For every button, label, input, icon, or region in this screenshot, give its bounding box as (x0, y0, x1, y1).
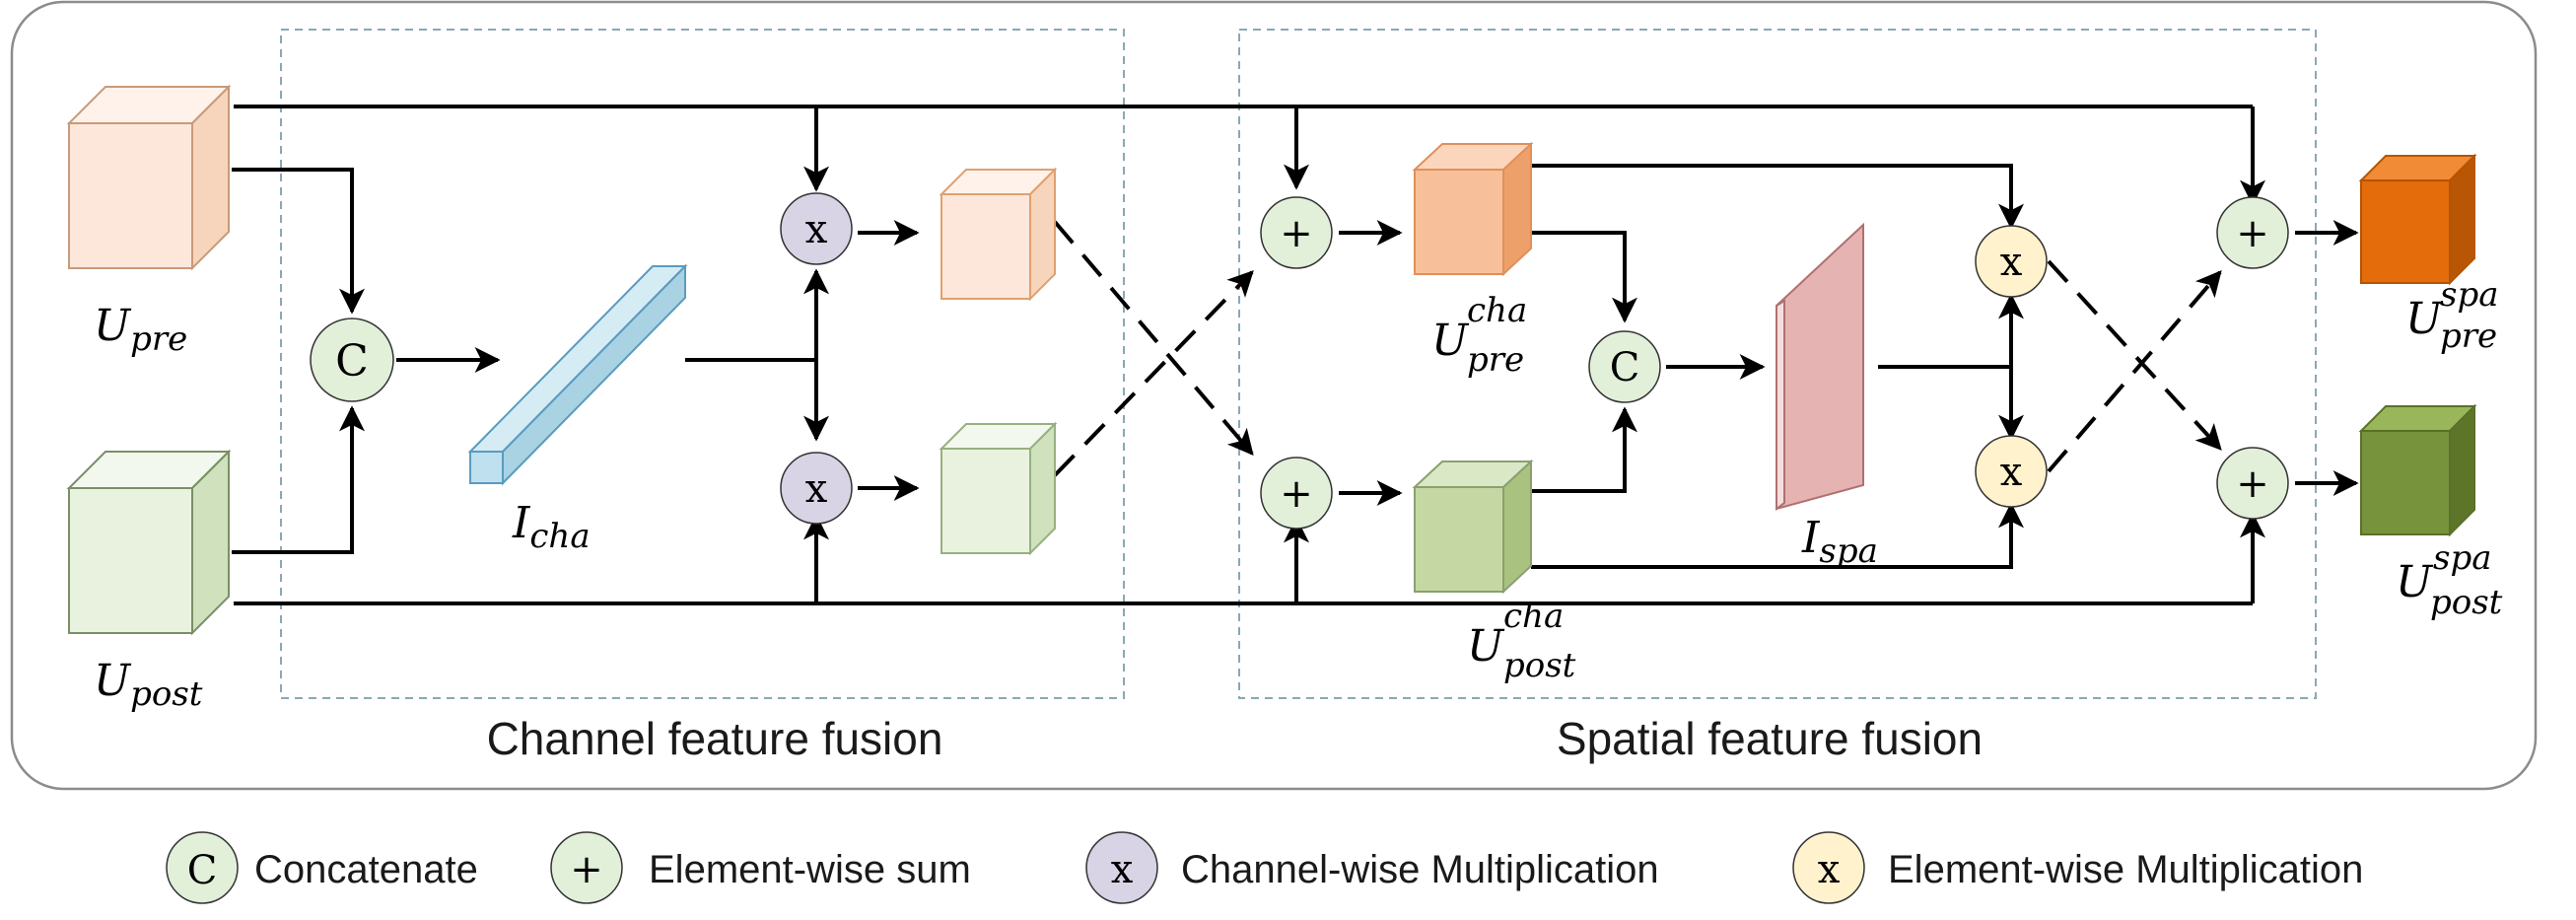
channel-fusion-title: Channel feature fusion (487, 713, 943, 764)
face-front (68, 487, 193, 634)
legend-concat-label: Concatenate (254, 848, 478, 891)
legend-concat-symbol: C (187, 848, 218, 893)
legend-chan-mult-symbol: x (1111, 847, 1134, 892)
op-circle (310, 318, 394, 402)
i-spa-map (1775, 222, 1864, 511)
spatial-fusion-title: Spatial feature fusion (1557, 713, 1983, 764)
face-front (1775, 222, 1864, 511)
face-front (1414, 169, 1504, 275)
op-symbol: C (335, 336, 369, 387)
legend-chan-mult-label: Channel-wise Multiplication (1181, 848, 1659, 891)
op-symbol: x (2000, 450, 2023, 495)
legend: C Concatenate + Element-wise sum x Chann… (166, 831, 2363, 904)
elem-mult-op-bottom: x (1975, 435, 2048, 508)
face-front (2360, 179, 2451, 284)
i-cha-vector (467, 263, 688, 486)
u-pre-cha-sup: cha (1467, 291, 1527, 330)
face-side (502, 263, 686, 486)
u-pre-spa-label: U spa pre (2405, 275, 2498, 356)
concat-op-channel: C (310, 318, 394, 402)
i-spa-label: Ispa (1801, 513, 1878, 571)
op-circle (1260, 196, 1333, 269)
sum-op-pre-cha: + (1260, 196, 1333, 269)
op-symbol: + (1280, 211, 1313, 256)
op-circle (1260, 457, 1333, 530)
chan-mult-op-bottom: x (780, 452, 853, 525)
chan-mult-op-top: x (780, 192, 853, 265)
op-circle (2216, 196, 2289, 269)
dashed-cross-lines (1053, 220, 2222, 477)
concat-op-spatial: C (1588, 330, 1661, 403)
face-end (469, 451, 504, 484)
u-post-cha-sup: cha (1503, 597, 1564, 636)
u-post-label: Upost (94, 656, 203, 714)
op-circle (1975, 225, 2048, 298)
u-pre-spa-main: U (2405, 294, 2444, 344)
u-pre-cha-main: U (1431, 316, 1470, 366)
u-pre-spa-sup: spa (2440, 275, 2498, 315)
u-post-spa-main: U (2396, 557, 2434, 607)
pre-channel-cube (939, 167, 1058, 302)
op-circle (780, 452, 853, 525)
op-symbol: x (805, 207, 828, 252)
op-circle (1975, 435, 2048, 508)
sum-op-post-cha: + (1260, 457, 1333, 530)
u-pre-cha-sub: pre (1467, 340, 1524, 380)
legend-elem-mult-label: Element-wise Multiplication (1888, 848, 2363, 891)
u-pre-cha-label: U cha pre (1431, 291, 1527, 380)
op-symbol: + (1280, 471, 1313, 517)
op-symbol: + (2236, 211, 2269, 256)
u-post-cube (66, 449, 232, 636)
op-symbol: + (2236, 461, 2269, 507)
channel-fusion-region (280, 29, 1125, 699)
u-post-spa-cube (2358, 403, 2477, 537)
legend-concat-icon (166, 831, 239, 904)
op-circle (1588, 330, 1661, 403)
u-post-spa-sup: spa (2433, 538, 2491, 578)
u-pre-spa-sub: pre (2440, 317, 2497, 356)
u-pre-label: Upre (94, 301, 187, 359)
elem-mult-op-top: x (1975, 225, 2048, 298)
legend-item-chan-mult: x Channel-wise Multiplication (1085, 831, 1659, 904)
u-post-cha-label: U cha post (1467, 597, 1576, 685)
op-circle (780, 192, 853, 265)
u-post-spa-label: U spa post (2396, 538, 2503, 622)
u-pre-spa-cube (2358, 153, 2477, 286)
i-cha-label: Icha (512, 498, 591, 556)
post-channel-cube (939, 421, 1058, 556)
sum-op-post-spa: + (2216, 447, 2289, 520)
legend-chan-mult-icon (1085, 831, 1158, 904)
legend-item-elem-mult: x Element-wise Multiplication (1792, 831, 2363, 904)
face-front (940, 193, 1031, 300)
u-pre-cha-cube (1412, 141, 1534, 277)
u-post-cha-cube (1412, 459, 1534, 595)
legend-sum-icon (550, 831, 623, 904)
sum-op-pre-spa: + (2216, 196, 2289, 269)
face-front (2360, 430, 2451, 535)
face-front (68, 122, 193, 269)
op-symbol: C (1610, 345, 1640, 390)
face-front (1414, 486, 1504, 593)
connection-lines (232, 105, 2359, 605)
op-symbol: x (2000, 240, 2023, 285)
spatial-fusion-region (1238, 29, 2317, 699)
legend-item-sum: + Element-wise sum (550, 831, 971, 904)
op-circle (2216, 447, 2289, 520)
u-post-spa-sub: post (2430, 583, 2503, 622)
legend-elem-mult-symbol: x (1818, 847, 1841, 892)
u-post-cha-main: U (1467, 621, 1505, 672)
op-symbol: x (805, 466, 828, 512)
u-post-cha-sub: post (1503, 646, 1576, 685)
legend-sum-symbol: + (570, 847, 603, 892)
legend-item-concat: C Concatenate (166, 831, 478, 904)
outer-frame (10, 0, 2538, 791)
face-edge (1775, 299, 1785, 511)
legend-sum-label: Element-wise sum (649, 848, 971, 891)
face-front (940, 448, 1031, 554)
legend-elem-mult-icon (1792, 831, 1865, 904)
face-front (467, 265, 688, 453)
u-pre-cube (66, 84, 232, 271)
